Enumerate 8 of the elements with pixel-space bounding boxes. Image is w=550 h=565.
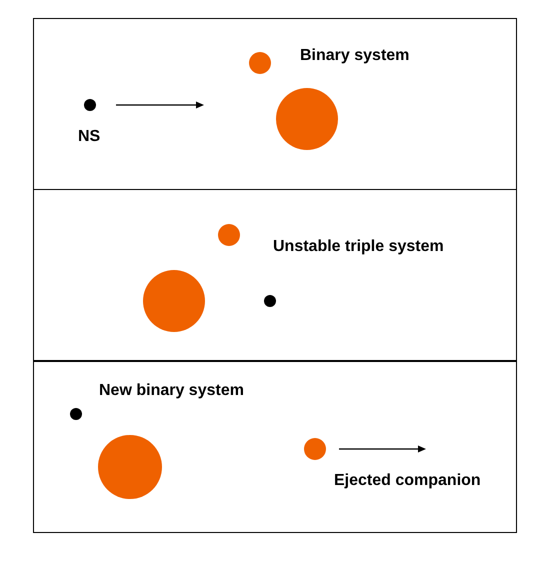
star-label: Ejected companion [334, 471, 481, 490]
panel-caption: New binary system [99, 381, 244, 400]
panel [33, 189, 517, 361]
panel [33, 361, 517, 533]
star-label: NS [78, 127, 100, 146]
panel [33, 18, 517, 190]
panel-caption: Unstable triple system [273, 237, 444, 256]
panel-caption: Binary system [300, 46, 410, 65]
